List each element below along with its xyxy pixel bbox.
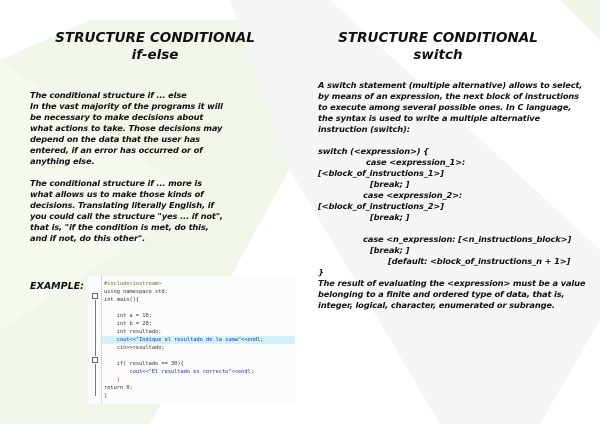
left-title: STRUCTURE CONDITIONAL if-else <box>30 30 280 64</box>
text-line: In the vast majority of the programs it … <box>30 101 223 111</box>
text-line: integer, logical, character, enumerated … <box>318 300 555 310</box>
syntax-line: [default: <block_of_instructions_n + 1>] <box>388 256 571 266</box>
text-line: anything else. <box>30 156 95 166</box>
right-title: STRUCTURE CONDITIONAL switch <box>318 30 558 64</box>
code-line: int a = 10; <box>104 313 152 319</box>
text-line: depend on the data that the user has <box>30 134 200 144</box>
text-line: instruction (switch): <box>318 124 410 134</box>
syntax-line: } <box>318 267 324 277</box>
text-line: decisions. Translating literally English… <box>30 200 214 210</box>
text-line: be necessary to make decisions about <box>30 112 204 122</box>
code-line: int resultado; <box>104 329 162 335</box>
code-line: } <box>104 393 108 399</box>
code-line <box>102 304 295 312</box>
if-else-description: The conditional structure if ... else In… <box>30 90 223 244</box>
code-line: if( resultado == 30){ <box>104 361 184 367</box>
code-line: } <box>104 377 120 383</box>
code-line: cin>>resultado; <box>104 345 165 351</box>
code-line <box>102 352 295 360</box>
text-line: The result of evaluating the <expression… <box>318 278 586 288</box>
title-line: STRUCTURE CONDITIONAL <box>338 30 538 46</box>
syntax-line: case <expression_1>: <box>366 157 466 167</box>
text-line: entered, if an error has occurred or of <box>30 145 203 155</box>
code-line: using namespace std; <box>104 289 168 295</box>
text-line: what actions to take. Those decisions ma… <box>30 123 223 133</box>
syntax-line: [<block_of_instructions_1>] <box>318 168 444 178</box>
fold-toggle-icon[interactable] <box>92 357 98 363</box>
syntax-line: switch (<expression>) { <box>318 146 429 156</box>
syntax-line: case <n_expression: [<n_instructions_blo… <box>363 234 572 244</box>
syntax-line: [<block_of_instructions_2>] <box>318 201 444 211</box>
text-line: belonging to a finite and ordered type o… <box>318 289 565 299</box>
code-line: int b = 20; <box>104 321 152 327</box>
fold-line <box>95 300 96 356</box>
syntax-line: [break; ] <box>370 179 410 189</box>
text-line: The conditional structure if ... else <box>30 90 187 100</box>
code-line: return 0; <box>104 385 133 391</box>
code-line-highlighted: cout<<"Indique el resultado de la suma"<… <box>102 336 295 344</box>
text-line: The conditional structure if ... more is <box>30 178 202 188</box>
text-line: that is, "if the condition is met, do th… <box>30 222 209 232</box>
syntax-line: [break; ] <box>370 212 410 222</box>
title-line: STRUCTURE CONDITIONAL <box>55 30 255 46</box>
fold-toggle-icon[interactable] <box>92 293 98 299</box>
subtitle-line: switch <box>413 47 463 63</box>
text-line: you could call the structure "yes ... if… <box>30 211 223 221</box>
text-line: to execute among several possible ones. … <box>318 102 572 112</box>
example-label: EXAMPLE: <box>30 281 84 292</box>
fold-line <box>95 364 96 396</box>
syntax-line: [break; ] <box>370 245 410 255</box>
syntax-line: case <expression_2>: <box>363 190 463 200</box>
text-line: A switch statement (multiple alternative… <box>318 80 583 90</box>
switch-description: A switch statement (multiple alternative… <box>318 80 585 311</box>
code-line: cout<<"El resultado es correcto"<<endl; <box>104 369 254 375</box>
text-line: and if not, do this other". <box>30 233 146 243</box>
code-line: int main(){ <box>104 297 140 303</box>
text-line: by means of an expression, the next bloc… <box>318 91 579 101</box>
text-line: the syntax is used to write a multiple a… <box>318 113 541 123</box>
code-line: #include<iostream> <box>104 281 162 287</box>
text-line: what allows us to make those kinds of <box>30 189 204 199</box>
code-gutter <box>88 276 102 404</box>
subtitle-line: if-else <box>131 47 179 63</box>
code-example: #include<iostream> using namespace std; … <box>88 276 295 404</box>
